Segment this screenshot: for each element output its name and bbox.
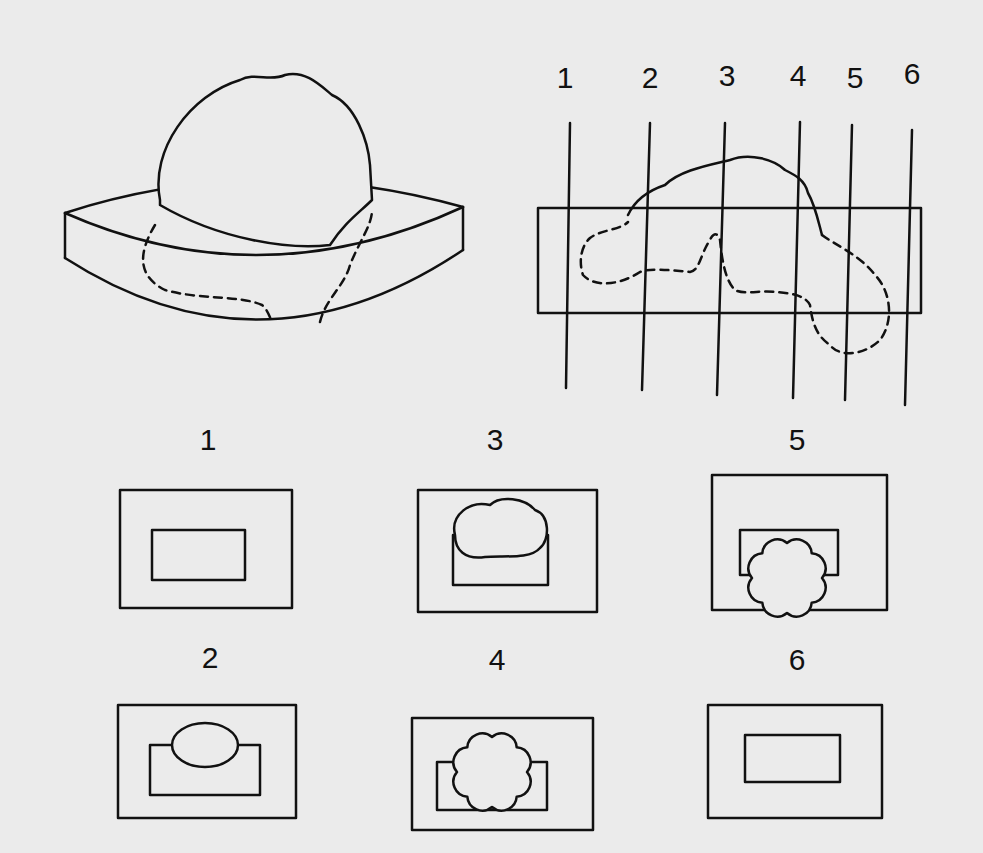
slide xyxy=(120,490,292,608)
slide-number: 6 xyxy=(789,645,806,675)
slide-number: 5 xyxy=(789,425,806,455)
cut-number: 2 xyxy=(642,63,659,93)
cut-lines xyxy=(566,122,912,405)
tumor-mass xyxy=(158,74,372,246)
slide-number: 1 xyxy=(200,425,217,455)
slide-number: 3 xyxy=(487,425,504,455)
slide-number: 2 xyxy=(202,643,219,673)
hidden-outline xyxy=(143,210,372,322)
cut-number: 3 xyxy=(719,61,736,91)
slide xyxy=(412,718,593,830)
cut-number: 4 xyxy=(790,61,807,91)
slide xyxy=(712,475,887,617)
slide-number: 4 xyxy=(489,645,506,675)
cut-number: 6 xyxy=(904,59,921,89)
tumor-profile xyxy=(628,157,822,235)
cut-number: 5 xyxy=(847,63,864,93)
slab-side-view xyxy=(538,208,921,313)
slide xyxy=(118,705,296,818)
cut-number: 1 xyxy=(557,63,574,93)
hidden-outline xyxy=(581,222,889,353)
slide xyxy=(418,490,597,612)
slide xyxy=(708,705,882,818)
